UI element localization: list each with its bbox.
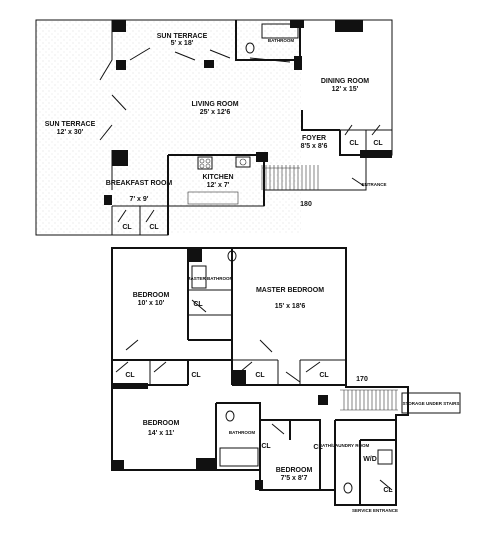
bathroom-lower-walls: [215, 402, 261, 470]
master-closets: [232, 359, 346, 385]
bedroom-2-dims: 14' x 11': [148, 430, 175, 437]
kitchen-dims: 12' x 7': [207, 182, 230, 189]
closet-lower-3: CL: [191, 372, 201, 379]
stove: [197, 156, 213, 170]
closet-lower-8: CL: [383, 487, 393, 494]
storage-name: STORAGE UNDER STAIRS: [403, 401, 460, 406]
unit-180-label: 180: [300, 201, 312, 208]
storage-box: [401, 392, 461, 414]
laundry-walls: [334, 419, 396, 505]
living-room-name: LIVING ROOM: [191, 101, 238, 108]
sun-terrace-top-dims: 5' x 18': [171, 40, 194, 47]
lower-doors: [125, 339, 393, 491]
entrance-upper-name: ENTRANCE: [361, 182, 386, 187]
bathroom-lower-name: BATHROOM: [229, 430, 255, 435]
stairs-upper: [261, 165, 319, 190]
closet-upper-4: CL: [373, 140, 383, 147]
bedroom3-walls: [260, 419, 321, 490]
closet-upper-1: CL: [122, 224, 132, 231]
master-bathroom-name: MASTER BATHROOM: [187, 276, 234, 281]
living-room-dims: 25' x 12'6: [200, 109, 231, 116]
bedroom-3-name: BEDROOM: [276, 467, 313, 474]
breakfast-room-dims: 7' x 9': [130, 196, 149, 203]
dining-room-dims: 12' x 15': [332, 86, 359, 93]
closet-lower-7: CL: [313, 444, 323, 451]
lower-floor-plan: [111, 247, 461, 506]
bedroom-1-dims: 10' x 10': [138, 300, 165, 307]
breakfast-closets: [111, 205, 168, 235]
entrance-door: [351, 177, 365, 187]
closet-upper-2: CL: [149, 224, 159, 231]
kitchen-name: KITCHEN: [202, 174, 233, 181]
bedroom-2-name: BEDROOM: [143, 420, 180, 427]
dining-room-name: DINING ROOM: [321, 78, 369, 85]
bedroom-1-name: BEDROOM: [133, 292, 170, 299]
tub-lower: [219, 447, 259, 467]
closet-lower-6: CL: [261, 443, 271, 450]
closet-upper-3: CL: [349, 140, 359, 147]
closet-lower-2: CL: [125, 372, 135, 379]
terrace-door-left: [99, 20, 127, 190]
master-bedroom-dims: 15' x 18'6: [275, 303, 306, 310]
sun-terrace-top-name: SUN TERRACE: [157, 33, 208, 40]
toilet-lower: [225, 410, 235, 422]
foyer-dims: 8'5 x 8'6: [301, 143, 328, 150]
closet-lower-1: CL: [193, 301, 203, 308]
bath-laundry-name: BATH/LAUNDRY ROOM: [319, 443, 370, 448]
upper-floor-plan: [35, 19, 393, 236]
closet-lower-4: CL: [255, 372, 265, 379]
closet-lower-5: CL: [319, 372, 329, 379]
vanity-master: [191, 265, 207, 289]
bedroom-3-dims: 7'5 x 8'7: [281, 475, 308, 482]
service-entrance-name: SERVICE ENTRANCE: [352, 508, 398, 513]
toilet-master: [227, 250, 237, 262]
stairs-lower: [340, 389, 398, 411]
washer-dryer: [377, 449, 393, 465]
toilet-laundry: [343, 482, 353, 494]
counter: [187, 191, 239, 205]
breakfast-room-name: BREAKFAST ROOM: [106, 180, 173, 187]
foyer-closets: [339, 124, 392, 155]
sink: [235, 156, 251, 168]
sun-terrace-left-dims: 12' x 30': [57, 129, 84, 136]
bedroom1-closets: [111, 360, 167, 385]
master-bath-closet: [188, 289, 232, 316]
toilet-upper: [245, 42, 255, 54]
tub-upper: [261, 23, 299, 39]
bathroom-upper-name: BATHROOM: [268, 38, 294, 43]
unit-170-label: 170: [356, 376, 368, 383]
wd-name: W/D: [363, 456, 377, 463]
terrace-door-top: [129, 47, 291, 63]
master-bedroom-name: MASTER BEDROOM: [256, 287, 324, 294]
lower-partitions: [112, 248, 346, 386]
foyer-name: FOYER: [302, 135, 326, 142]
sun-terrace-left-name: SUN TERRACE: [45, 121, 96, 128]
